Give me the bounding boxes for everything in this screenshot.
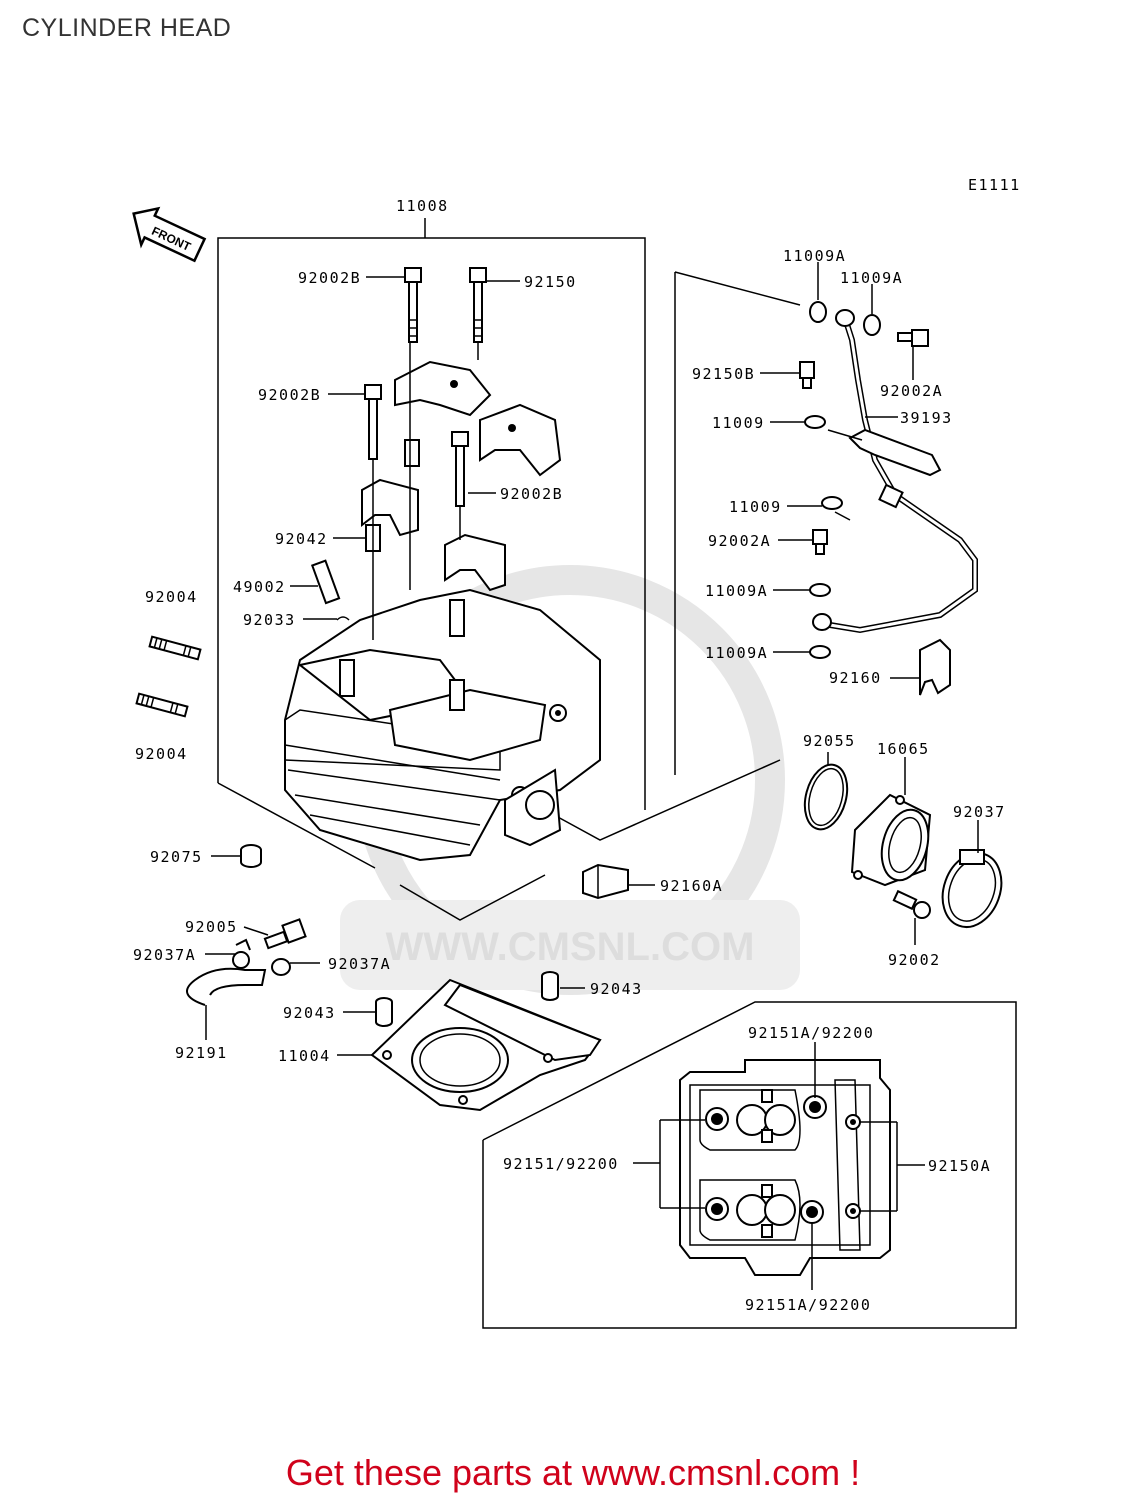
label-49002: 49002 (233, 578, 286, 596)
label-92151a-bottom: 92151A/92200 (745, 1296, 871, 1314)
bolt-92002b-3 (451, 431, 469, 507)
plug-92075 (240, 844, 262, 868)
cam-cap-lower-right (444, 533, 506, 592)
label-11008: 11008 (396, 197, 449, 215)
label-92191: 92191 (175, 1044, 228, 1062)
footer-promo: Get these parts at www.cmsnl.com ! (285, 1452, 861, 1493)
bolt-92150b (799, 361, 815, 389)
tube-49002 (310, 559, 341, 605)
o-ring-92055 (803, 763, 849, 831)
cylinder-head (284, 588, 601, 862)
label-92151a-top: 92151A/92200 (748, 1024, 874, 1042)
clip-92160 (919, 638, 951, 696)
cam-cap-lower-left (361, 478, 419, 537)
label-92005: 92005 (185, 918, 238, 936)
label-11004: 11004 (278, 1047, 331, 1065)
label-92160a: 92160A (660, 877, 723, 895)
label-92151: 92151/92200 (503, 1155, 619, 1173)
bolt-92002a-1 (897, 329, 929, 347)
label-92002b-1: 92002B (298, 269, 361, 287)
label-16065: 16065 (877, 740, 930, 758)
bolt-92002a-2 (812, 529, 828, 555)
head-gasket-11004 (370, 978, 602, 1112)
inset-cylinder-head-top (679, 1059, 891, 1276)
hose-92191 (186, 967, 267, 1006)
label-92002b-2: 92002B (258, 386, 321, 404)
dowel-upper (404, 439, 420, 467)
diagram-code: E1111 (968, 176, 1021, 194)
label-92002b-3: 92002B (500, 485, 563, 503)
page-title: CYLINDER HEAD (22, 14, 232, 42)
label-92002a-2: 92002A (708, 532, 771, 550)
washer-11009a-2 (863, 314, 881, 336)
clamp-92037 (941, 849, 1003, 928)
label-11009-1: 11009 (712, 414, 765, 432)
label-92043-1: 92043 (283, 1004, 336, 1022)
front-arrow-icon: FRONT (132, 206, 207, 263)
clamp-92037a-1 (232, 938, 251, 969)
clip-92033 (336, 616, 350, 621)
label-39193: 39193 (900, 409, 953, 427)
clamp-92037a-2 (271, 958, 292, 976)
label-92150a: 92150A (928, 1157, 991, 1175)
label-92150b: 92150B (692, 365, 755, 383)
label-92037a-1: 92037A (133, 946, 196, 964)
label-92002: 92002 (888, 951, 941, 969)
parts-diagram: WWW.CMSNL.COM FRONT E1111 11008 (132, 176, 1021, 1329)
label-92160: 92160 (829, 669, 882, 687)
label-92042: 92042 (275, 530, 328, 548)
label-92002a-1: 92002A (880, 382, 943, 400)
label-11009a-4: 11009A (705, 644, 768, 662)
label-92150: 92150 (524, 273, 577, 291)
label-92037a-2: 92037A (328, 955, 391, 973)
label-11009a-1: 11009A (783, 247, 846, 265)
block-92160a (582, 863, 629, 900)
label-92004-1: 92004 (145, 588, 198, 606)
fitting-92005 (263, 918, 307, 950)
dowel-92043-2 (541, 971, 559, 1001)
stud-92004-2 (135, 692, 189, 718)
washer-11009a-1 (809, 301, 827, 323)
watermark-text: WWW.CMSNL.COM (386, 925, 755, 969)
bolt-92002b-1 (404, 267, 422, 343)
label-92004-2: 92004 (135, 745, 188, 763)
label-11009a-3: 11009A (705, 582, 768, 600)
dowel-92043-1 (375, 997, 393, 1027)
carburetor-holder-16065 (850, 793, 932, 887)
label-11009a-2: 11009A (840, 269, 903, 287)
stud-92004-1 (148, 635, 202, 661)
label-92055: 92055 (803, 732, 856, 750)
washer-11009-1 (804, 415, 826, 429)
leader-lines (205, 262, 979, 1290)
oil-pipe-39193 (829, 317, 978, 634)
cam-cap-upper (394, 360, 562, 477)
washer-11009a-3 (809, 583, 831, 597)
label-11009-2: 11009 (729, 498, 782, 516)
screw-92002 (892, 889, 931, 919)
label-92043-2: 92043 (590, 980, 643, 998)
label-92075: 92075 (150, 848, 203, 866)
bolt-92150 (469, 267, 487, 343)
washer-11009-2 (821, 496, 843, 510)
label-92037: 92037 (953, 803, 1006, 821)
washer-11009a-4 (809, 645, 831, 659)
label-92033: 92033 (243, 611, 296, 629)
bolt-92002b-2 (364, 384, 382, 460)
